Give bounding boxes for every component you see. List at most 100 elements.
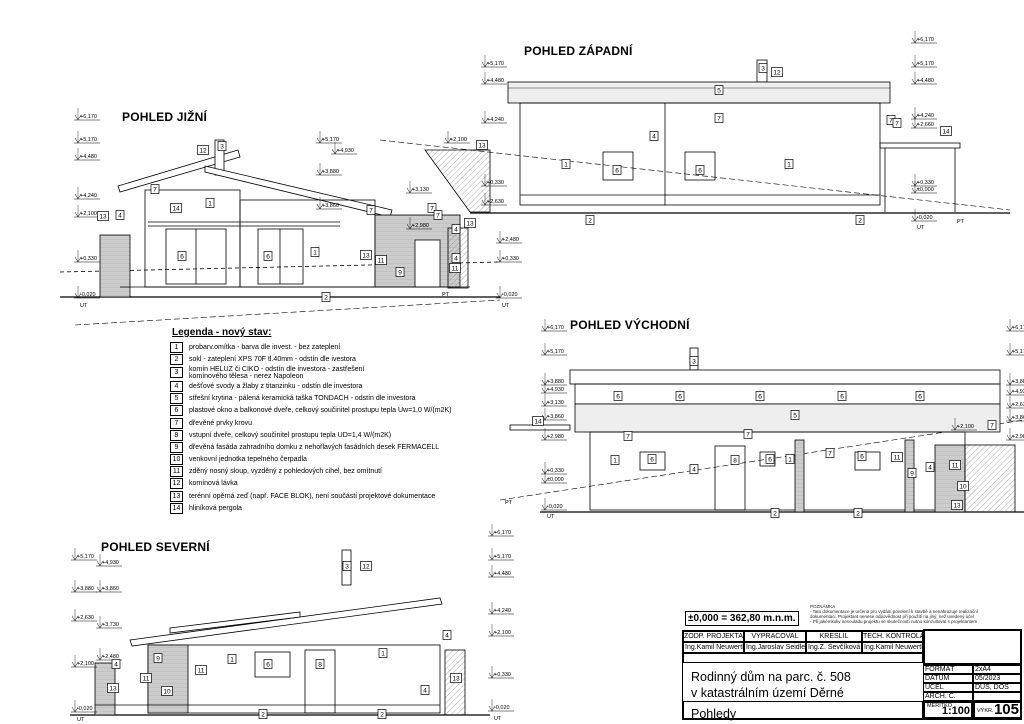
element-tag: 13 bbox=[476, 140, 488, 150]
svg-text:6: 6 bbox=[266, 254, 270, 261]
level-marker: PT bbox=[957, 219, 965, 225]
element-tag: 2 bbox=[258, 709, 268, 719]
level-label: +4,240 bbox=[917, 113, 934, 119]
level-marker: +0,330 bbox=[496, 250, 522, 263]
svg-text:6: 6 bbox=[616, 394, 620, 401]
legend-text: komínová lávka bbox=[189, 480, 238, 488]
level-label: -0,020 bbox=[77, 706, 93, 712]
element-tag: 13 bbox=[464, 218, 476, 228]
svg-text:13: 13 bbox=[466, 221, 474, 228]
level-label: +5,170 bbox=[917, 61, 934, 67]
element-tag: 4 bbox=[111, 659, 121, 669]
legend-text: terénní opěrná zeď (např. FACE BLOK), ne… bbox=[189, 492, 436, 500]
level-marker: +3,880 bbox=[316, 163, 342, 176]
level-marker: ±0,000 bbox=[911, 181, 937, 194]
element-tag: 6 bbox=[647, 454, 657, 464]
level-label: +2,630 bbox=[1012, 402, 1024, 408]
level-marker: PT bbox=[442, 292, 450, 298]
level-marker: +4,930 bbox=[541, 381, 567, 394]
svg-text:11: 11 bbox=[952, 463, 959, 470]
svg-text:4: 4 bbox=[445, 633, 449, 640]
level-label: +5,170 bbox=[322, 137, 339, 143]
legend-number: 14 bbox=[170, 502, 183, 514]
svg-text:14: 14 bbox=[172, 206, 180, 213]
legend-text: dřevěné prvky krovu bbox=[189, 419, 253, 427]
element-tag: 6 bbox=[837, 391, 847, 401]
header-prepared: VYPRACOVAL bbox=[744, 631, 806, 642]
element-tag: 14 bbox=[532, 416, 544, 426]
level-marker: +2,100 bbox=[74, 205, 100, 218]
level-marker: +4,480 bbox=[481, 72, 507, 85]
level-marker: +2,480 bbox=[96, 648, 122, 661]
level-marker: +2,100 bbox=[71, 655, 97, 668]
svg-text:4: 4 bbox=[423, 688, 427, 695]
level-marker: +4,240 bbox=[488, 602, 514, 615]
level-marker: +0,330 bbox=[481, 174, 507, 187]
level-label: +4,930 bbox=[547, 387, 564, 393]
svg-text:6: 6 bbox=[840, 394, 844, 401]
svg-text:2: 2 bbox=[324, 295, 328, 302]
legend-number: 10 bbox=[170, 454, 183, 466]
legend-number: 2 bbox=[170, 353, 183, 365]
level-label: ±0,000 bbox=[547, 477, 564, 483]
level-marker: +5,170 bbox=[74, 131, 100, 144]
level-marker: +2,100 bbox=[951, 418, 977, 431]
name-check: Ing.Kamil Neuwerth bbox=[862, 642, 923, 653]
legend-text: probarv.omítka - barva dle invest. - bez… bbox=[189, 343, 341, 351]
level-label: +2,630 bbox=[77, 615, 94, 621]
svg-text:6: 6 bbox=[768, 457, 772, 464]
element-tag: 6 bbox=[177, 251, 187, 261]
element-tag: 11 bbox=[949, 460, 961, 470]
drawing-label: VÝKR. bbox=[977, 708, 994, 714]
level-label: -0,020 bbox=[494, 705, 510, 711]
legend-number: 8 bbox=[170, 429, 183, 441]
legend-number: 3 bbox=[170, 367, 183, 379]
svg-text:4: 4 bbox=[928, 465, 932, 472]
element-tag: 2 bbox=[853, 508, 863, 518]
scale-label: MĚŘÍTKO bbox=[927, 703, 953, 709]
svg-text:1: 1 bbox=[613, 458, 617, 465]
svg-text:2: 2 bbox=[588, 218, 592, 225]
level-label: +2,980 bbox=[547, 434, 564, 440]
svg-text:2: 2 bbox=[858, 218, 862, 225]
level-label: +4,930 bbox=[337, 148, 354, 154]
svg-text:10: 10 bbox=[959, 484, 967, 491]
level-marker: +3,860 bbox=[316, 197, 342, 210]
stamp-box bbox=[923, 629, 1022, 665]
legend-text: vstupní dveře, celkový součinitel prostu… bbox=[189, 431, 392, 439]
level-label: +3,880 bbox=[1012, 379, 1024, 385]
legend-text: dřevěná fasáda zahradního domku z nehořl… bbox=[189, 443, 440, 451]
element-tag: 12 bbox=[360, 561, 372, 571]
level-label: PT bbox=[442, 292, 450, 298]
level-marker: +2,980 bbox=[406, 217, 432, 230]
element-tag: 11 bbox=[375, 255, 387, 265]
svg-text:1: 1 bbox=[230, 657, 234, 664]
level-label: +0,330 bbox=[494, 672, 511, 678]
svg-text:2: 2 bbox=[773, 511, 777, 518]
level-label: +4,240 bbox=[80, 193, 97, 199]
level-label: +3,130 bbox=[412, 187, 429, 193]
element-tag: 1 bbox=[227, 654, 237, 664]
svg-text:3: 3 bbox=[220, 144, 224, 151]
drawing-number-box: VÝKR. 105 bbox=[973, 701, 1022, 719]
level-marker: UT bbox=[502, 303, 510, 309]
svg-text:6: 6 bbox=[615, 168, 619, 175]
element-tag: 2 bbox=[770, 508, 780, 518]
element-tag: 4 bbox=[451, 253, 461, 263]
legend-text: dešťové svody a žlaby z titanzinku - ods… bbox=[189, 382, 363, 390]
element-tag: 7 bbox=[892, 118, 902, 128]
west-elevation bbox=[379, 59, 1011, 214]
level-label: +4,240 bbox=[487, 117, 504, 123]
svg-text:4: 4 bbox=[454, 227, 458, 234]
svg-text:14: 14 bbox=[534, 419, 542, 426]
element-tag: 7 bbox=[743, 429, 753, 439]
element-tag: 14 bbox=[170, 203, 182, 213]
legend-number: 4 bbox=[170, 380, 183, 392]
element-tag: 9 bbox=[395, 267, 405, 277]
level-marker: +4,930 bbox=[331, 142, 357, 155]
